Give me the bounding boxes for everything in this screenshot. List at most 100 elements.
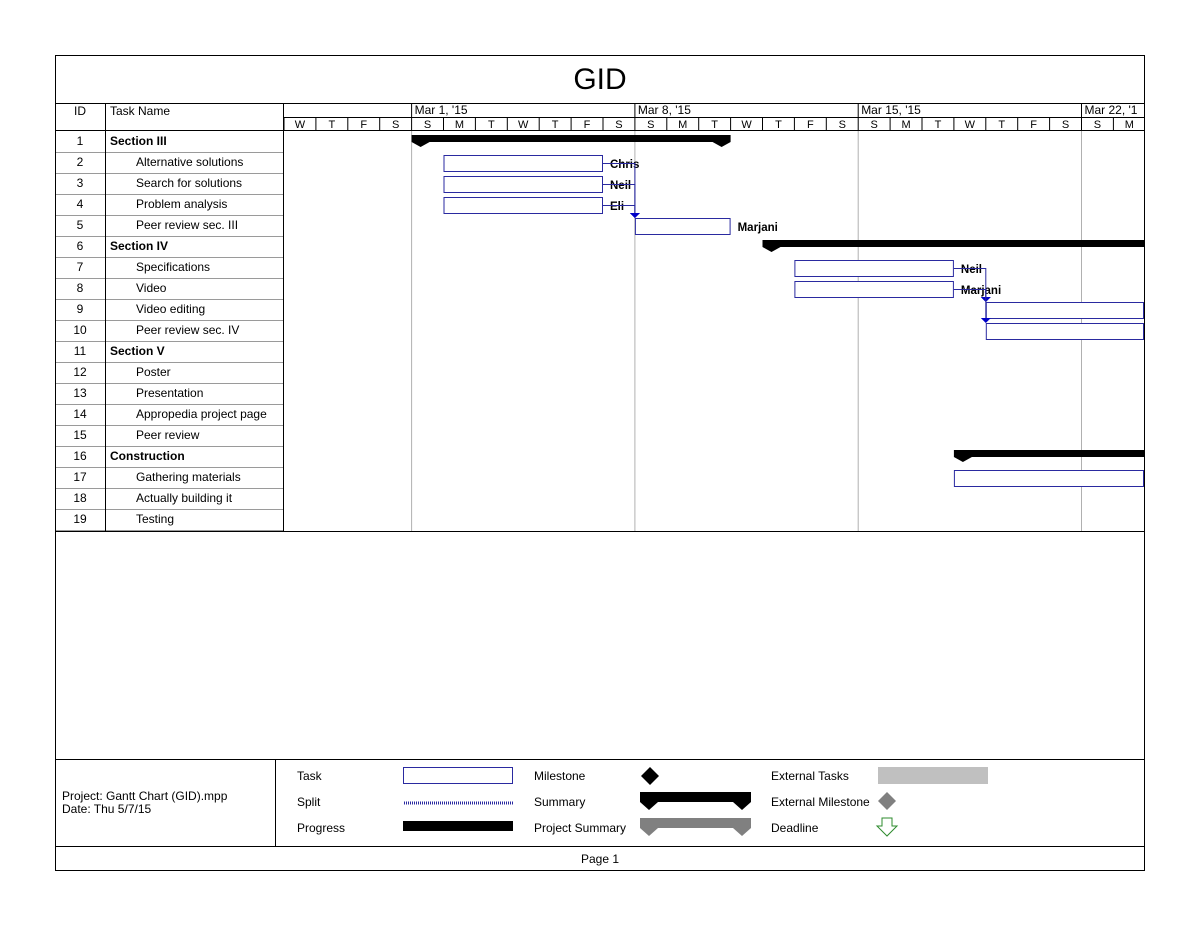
task-id: 6 (76, 239, 84, 253)
day-label: T (488, 119, 495, 131)
table-row-line (56, 341, 283, 342)
summary-task-name: Construction (110, 449, 185, 463)
legend-external-tasks-symbol (878, 767, 988, 784)
day-label: T (775, 119, 782, 131)
legend-label-summary: Summary (534, 795, 586, 809)
grid-bottom-line (56, 531, 1144, 532)
task-bar (443, 155, 603, 172)
day-label: S (839, 119, 846, 131)
legend: Project: Gantt Chart (GID).mpp Date: Thu… (56, 759, 1144, 846)
summary-bar (411, 135, 731, 147)
legend-project-name: Project: Gantt Chart (GID).mpp (62, 789, 228, 803)
table-row-line (56, 488, 283, 489)
task-name: Search for solutions (136, 176, 243, 190)
day-label: F (360, 119, 367, 131)
day-label: S (392, 119, 399, 131)
table-header-divider (56, 130, 283, 131)
day-label: W (518, 119, 529, 131)
table-row-line (56, 509, 283, 510)
task-bar (985, 302, 1144, 319)
day-label: F (807, 119, 814, 131)
summary-bar (762, 240, 1144, 252)
legend-label-external-tasks: External Tasks (771, 769, 849, 783)
task-id: 7 (76, 260, 84, 274)
task-id: 4 (76, 197, 84, 211)
table-row-line (56, 236, 283, 237)
table-row-line (56, 257, 283, 258)
table-row-line (56, 530, 283, 531)
day-label: M (678, 119, 687, 131)
table-row-line (56, 425, 283, 426)
day-label: W (965, 119, 976, 131)
task-name: Video (136, 281, 167, 295)
task-id: 11 (73, 344, 87, 358)
legend-milestone-symbol (641, 767, 659, 785)
task-name: Poster (136, 365, 171, 379)
day-label: M (1125, 119, 1134, 131)
resource-label: Eli (610, 201, 624, 213)
legend-symbols (403, 767, 988, 837)
task-id: 14 (73, 407, 87, 421)
task-bar (443, 176, 603, 193)
day-label: F (584, 119, 591, 131)
day-label: T (711, 119, 718, 131)
task-name: Appropedia project page (136, 407, 267, 421)
dependency-arrowhead (980, 318, 991, 323)
legend-top-line (56, 759, 1144, 760)
day-label: S (647, 119, 654, 131)
week-label: Mar 8, '15 (638, 103, 691, 117)
table-row-line (56, 194, 283, 195)
task-name: Problem analysis (136, 197, 228, 211)
task-bar (634, 218, 731, 235)
day-label: S (424, 119, 431, 131)
task-id: 2 (76, 155, 84, 169)
day-label: M (455, 119, 464, 131)
day-label: F (1030, 119, 1037, 131)
title-divider (56, 103, 1144, 104)
table-row-line (56, 173, 283, 174)
legend-label-external-milestone: External Milestone (771, 795, 870, 809)
day-label: S (615, 119, 622, 131)
task-bar (443, 197, 603, 214)
day-label: S (1094, 119, 1101, 131)
task-id: 10 (73, 323, 87, 337)
task-bar (985, 323, 1144, 340)
table-row-line (56, 320, 283, 321)
table-row-line (56, 278, 283, 279)
resource-label: Marjani (738, 222, 778, 234)
day-label: W (741, 119, 752, 131)
legend-divider (275, 759, 276, 846)
task-id: 16 (73, 449, 87, 463)
day-label: T (552, 119, 559, 131)
dependency-link (603, 184, 636, 214)
chart-title: GID (573, 63, 627, 96)
task-bar (794, 260, 954, 277)
task-id: 8 (76, 281, 84, 295)
week-label: Mar 22, '1 (1085, 103, 1138, 117)
task-name: Gathering materials (136, 470, 241, 484)
task-name: Actually building it (136, 491, 233, 505)
table-row-line (56, 467, 283, 468)
task-name-column-header: Task Name (110, 104, 171, 118)
task-id: 3 (76, 176, 84, 190)
legend-label-split: Split (297, 795, 321, 809)
legend-label-progress: Progress (297, 821, 346, 835)
footer-top-line (56, 846, 1144, 847)
day-label: T (328, 119, 335, 131)
legend-summary-symbol (640, 792, 751, 810)
summary-bar (953, 450, 1144, 462)
table-row-line (56, 152, 283, 153)
task-bar (953, 470, 1144, 487)
table-row-line (56, 383, 283, 384)
legend-date: Date: Thu 5/7/15 (62, 802, 152, 816)
task-id: 13 (73, 386, 87, 400)
summary-task-name: Section V (110, 344, 165, 358)
task-id: 17 (73, 470, 87, 484)
task-id: 19 (73, 512, 87, 526)
day-label: T (998, 119, 1005, 131)
legend-deadline-symbol (875, 817, 899, 837)
task-id: 15 (73, 428, 87, 442)
